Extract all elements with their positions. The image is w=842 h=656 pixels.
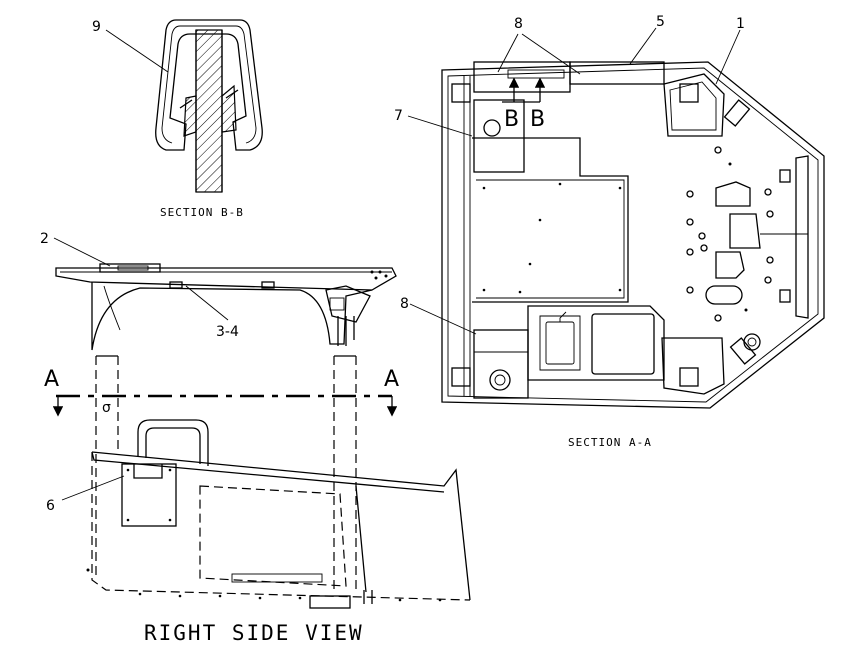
mark-q: σ [102, 400, 111, 416]
callout-7: 7 [394, 108, 403, 124]
section-marker-a-left: A [44, 367, 59, 392]
callout-1: 1 [736, 16, 745, 32]
callout-5: 5 [656, 14, 665, 30]
section-a-a-plan: B B 8 5 1 7 8 SECTION A-A [394, 14, 825, 449]
caption-right-side-view: RIGHT SIDE VIEW [144, 621, 364, 645]
section-marker-b-left: B [504, 107, 519, 132]
section-b-b-detail: 9 SECTION B-B [92, 19, 263, 219]
top-plate-assembly: 2 3-4 [40, 231, 397, 351]
callout-6: 6 [46, 498, 55, 514]
right-side-view: A A σ 6 RIGHT SIDE VIEW [44, 355, 471, 645]
callout-9: 9 [92, 19, 101, 35]
caption-section-b-b: SECTION B-B [160, 206, 244, 219]
callout-8-bottom: 8 [400, 296, 409, 312]
callout-2: 2 [40, 231, 49, 247]
section-marker-b-right: B [530, 107, 545, 132]
section-marker-a-right: A [384, 367, 399, 392]
caption-section-a-a: SECTION A-A [568, 436, 652, 449]
callout-3-4: 3-4 [216, 324, 239, 340]
callout-8-top: 8 [514, 16, 523, 32]
